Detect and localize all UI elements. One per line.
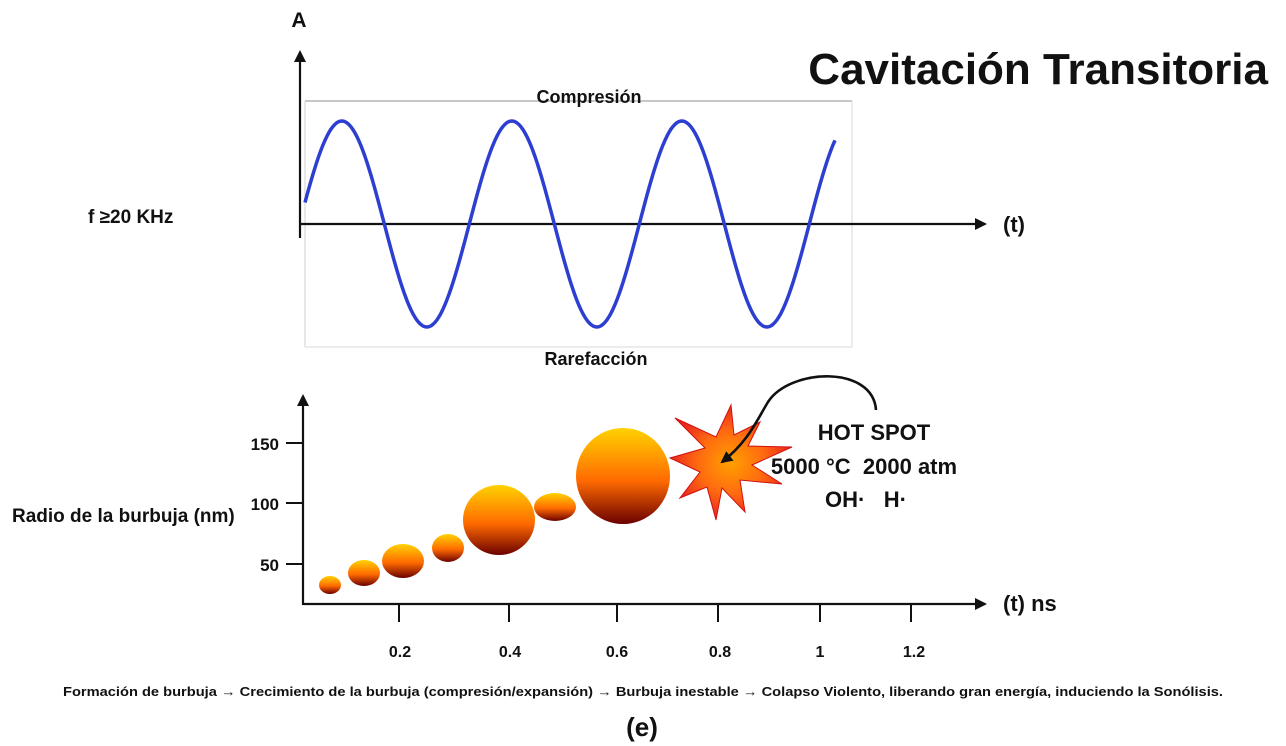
- hot-spot-text: HOT SPOT 5000 °C 2000 atm OH· H·: [771, 420, 957, 512]
- y-tick-label-50: 50: [260, 556, 279, 575]
- bubble-y-axis-label: Radio de la burbuja (nm): [12, 506, 235, 527]
- bubble-5: [463, 485, 535, 555]
- bubble-1: [319, 576, 341, 594]
- panel-label: (e): [626, 712, 658, 742]
- y-tick-label-150: 150: [251, 435, 279, 454]
- diagram-title: Cavitación Transitoria: [808, 45, 1268, 94]
- hot-spot-arrow: [720, 375, 878, 464]
- x-tick-label-0.4: 0.4: [499, 644, 521, 661]
- bubble-3: [382, 544, 424, 578]
- y-tick-label-100: 100: [251, 495, 279, 514]
- x-tick-label-0.8: 0.8: [709, 644, 731, 661]
- compression-label: Compresión: [536, 87, 641, 107]
- x-tick-label-0.6: 0.6: [606, 644, 628, 661]
- sine-wave: [303, 119, 837, 329]
- x-tick-label-0.2: 0.2: [389, 644, 411, 661]
- bubble-6: [534, 493, 576, 521]
- wave-x-axis-label: (t): [1003, 212, 1025, 237]
- hot-spot-title: HOT SPOT: [818, 420, 931, 445]
- hot-spot-radicals: OH· H·: [825, 487, 907, 512]
- bubble-x-axis-label: (t) ns: [1003, 591, 1057, 616]
- wave-y-axis-label: A: [291, 9, 306, 32]
- bubble-4: [432, 534, 464, 562]
- bubble-2: [348, 560, 380, 586]
- frequency-label: f ≥20 KHz: [88, 207, 173, 228]
- x-tick-label-1: 1: [816, 644, 825, 661]
- rarefaction-label: Rarefacción: [544, 349, 647, 369]
- hot-spot-conditions: 5000 °C 2000 atm: [771, 454, 957, 479]
- x-tick-label-1.2: 1.2: [903, 644, 925, 661]
- process-caption: Formación de burbuja → Crecimiento de la…: [63, 684, 1223, 699]
- wave-chart: A (t) f ≥20 KHz Compresión Rarefacción: [88, 9, 1025, 369]
- bubble-7: [576, 428, 670, 524]
